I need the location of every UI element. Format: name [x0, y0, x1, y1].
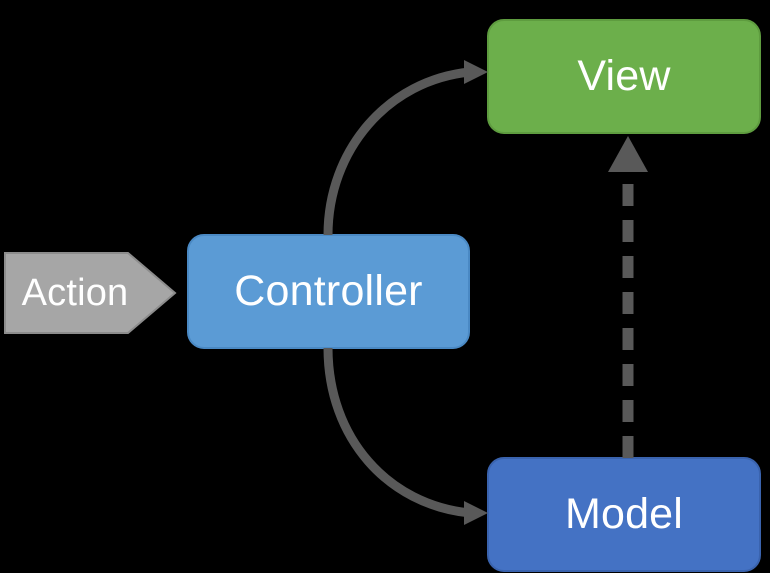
node-model-shape[interactable] — [487, 457, 761, 572]
connector-model-to-view — [608, 136, 648, 458]
node-controller-shape[interactable] — [187, 234, 470, 349]
node-view-shape[interactable] — [487, 19, 761, 134]
node-action-shape[interactable] — [4, 252, 177, 334]
connector-controller-to-model — [323, 347, 488, 525]
connector-controller-to-view — [323, 60, 488, 236]
